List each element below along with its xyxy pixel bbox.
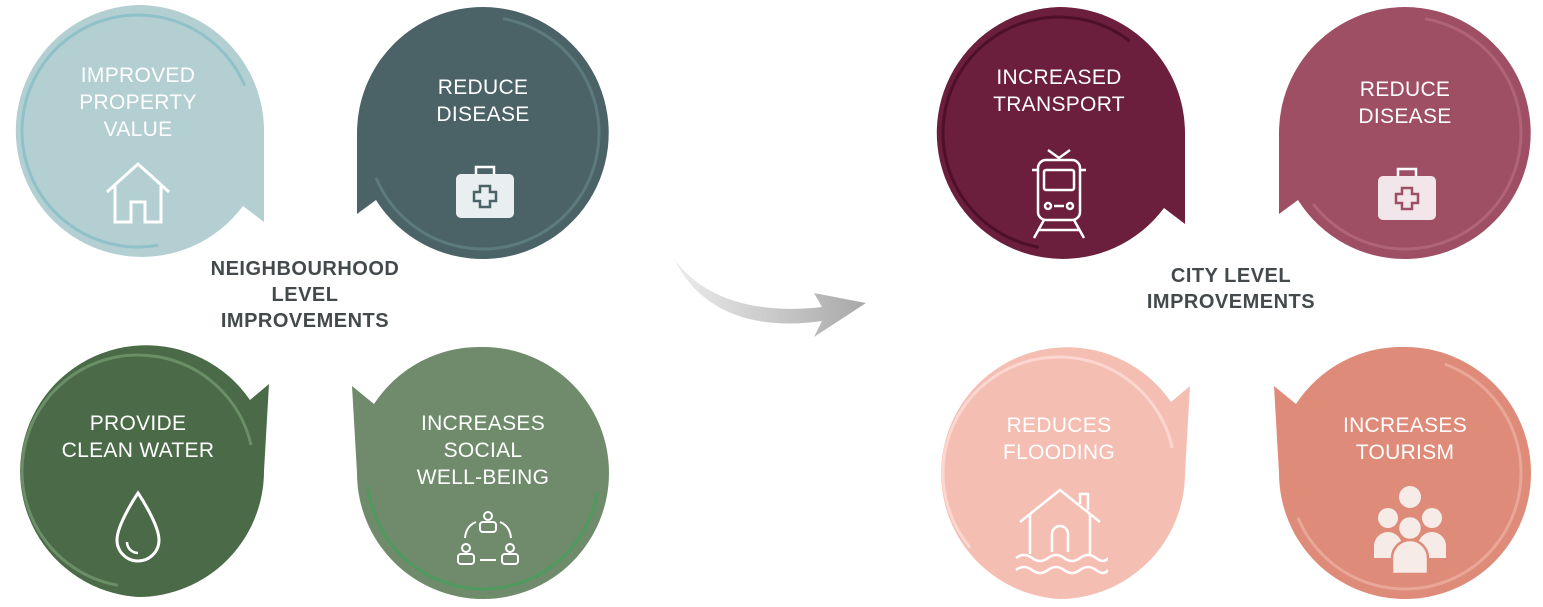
bubble-provide-clean-water: PROVIDE CLEAN WATER: [7, 340, 269, 602]
people-group-icon: [1374, 486, 1446, 576]
house-icon: [105, 162, 171, 224]
bubble-reduces-flooding: REDUCES FLOODING: [928, 342, 1190, 604]
medical-kit-icon: [456, 165, 514, 218]
bubble-increased-transport: INCREASED TRANSPORT: [928, 2, 1190, 264]
flooded-house-icon: [1015, 488, 1108, 575]
bubble-shape: [20, 345, 269, 597]
bubble-label: INCREASES TOURISM: [1342, 414, 1468, 464]
transition-arrow-icon: [674, 259, 866, 337]
bubble-label: INCREASES SOCIAL WELL-BEING: [416, 412, 550, 489]
bubble-shape: [1279, 7, 1531, 259]
bubble-reduce-disease-neighbourhood: REDUCE DISEASE: [352, 2, 614, 264]
bubble-label: PROVIDE CLEAN WATER: [61, 412, 215, 462]
community-cycle-icon: [457, 511, 519, 565]
bubble-label: INCREASED TRANSPORT: [993, 66, 1125, 116]
bubble-increases-social-well-being: INCREASES SOCIAL WELL-BEING: [352, 342, 614, 604]
water-drop-icon: [115, 490, 161, 563]
bubble-increases-tourism: INCREASES TOURISM: [1274, 342, 1536, 604]
bubble-improved-property-value: IMPROVED PROPERTY VALUE: [7, 0, 269, 262]
bubble-label: REDUCE DISEASE: [1358, 78, 1452, 128]
bubble-shape: [936, 7, 1185, 259]
bubble-label: REDUCES FLOODING: [1002, 414, 1116, 464]
bubble-shape: [357, 7, 609, 259]
bubble-reduce-disease-city: REDUCE DISEASE: [1274, 2, 1536, 264]
bubble-shape: [352, 346, 609, 599]
bubble-label: IMPROVED PROPERTY VALUE: [79, 64, 197, 141]
city-center-label: CITY LEVEL IMPROVEMENTS: [1146, 265, 1316, 313]
tram-icon: [1032, 148, 1086, 239]
bubble-shape: [941, 347, 1190, 599]
bubble-shape: [15, 5, 265, 257]
neighbourhood-center-label: NEIGHBOURHOOD LEVEL IMPROVEMENTS: [210, 258, 400, 332]
bubble-shape: [1274, 346, 1531, 599]
bubble-label: REDUCE DISEASE: [436, 76, 530, 126]
medical-kit-icon: [1378, 167, 1436, 220]
